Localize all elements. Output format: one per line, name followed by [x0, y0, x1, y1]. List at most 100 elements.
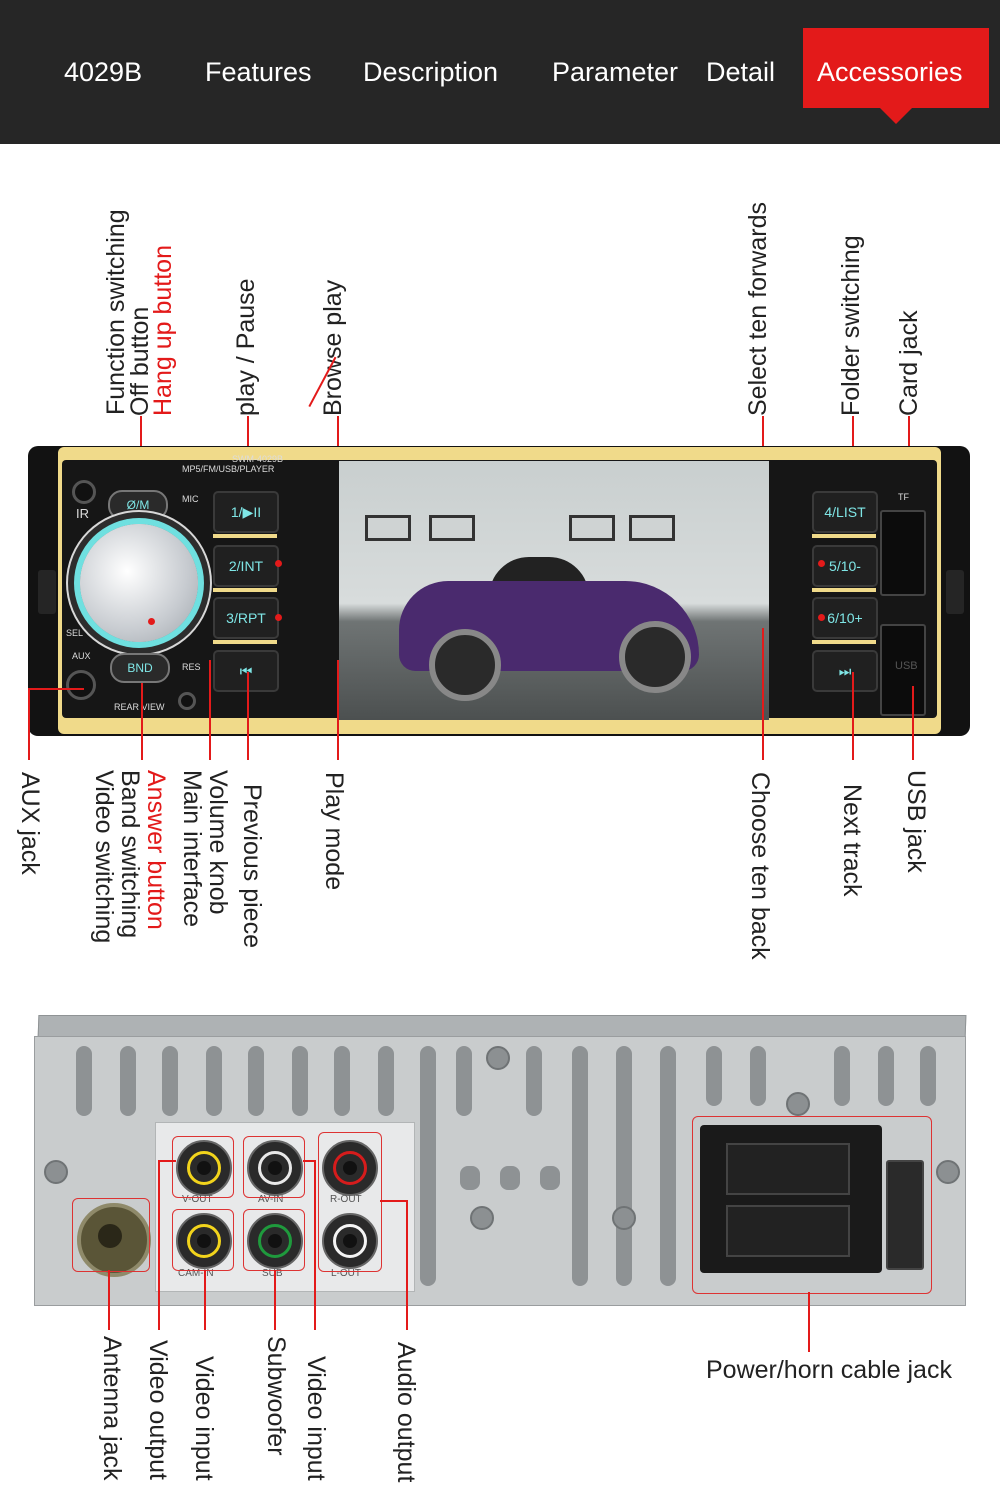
garage-window — [629, 515, 675, 541]
label-power-horn-cable-jack: Power/horn cable jack — [706, 1356, 952, 1384]
cooling-fin — [616, 1046, 632, 1286]
jack-ring — [333, 1151, 367, 1185]
screw-icon — [470, 1206, 494, 1230]
ir-sensor-icon — [72, 480, 96, 504]
volume-knob[interactable] — [80, 524, 198, 642]
cooling-fin — [920, 1046, 936, 1106]
leader-play-mode — [337, 660, 339, 760]
garage-window — [569, 515, 615, 541]
leader-av-in-v — [314, 1160, 316, 1330]
ir-label: IR — [76, 506, 89, 521]
label-antenna-jack: Antenna jack — [98, 1336, 126, 1481]
r-out-jack[interactable] — [322, 1140, 378, 1196]
label-audio-output: Audio output — [392, 1342, 420, 1483]
nav-tab-parameter[interactable]: Parameter — [552, 57, 679, 87]
sub-jack[interactable] — [247, 1213, 303, 1269]
int-button[interactable]: 2/INT — [213, 545, 279, 587]
jack-pin — [343, 1161, 357, 1175]
panel-right-ear — [946, 570, 964, 614]
active-tab-pointer — [880, 108, 912, 124]
power-connector-highlight — [692, 1116, 932, 1294]
leader-browse-play — [337, 416, 339, 456]
cooling-fin — [526, 1046, 542, 1116]
leader-volume — [209, 660, 211, 760]
vent-slot — [500, 1166, 520, 1190]
vent-slot — [460, 1166, 480, 1190]
v-out-jack[interactable] — [176, 1140, 232, 1196]
next-button[interactable]: ⏭ — [812, 650, 878, 692]
leader-dot — [148, 618, 155, 625]
label-aux-jack: AUX jack — [16, 772, 44, 875]
leader-audio-out — [380, 1200, 408, 1202]
power-horn-connector[interactable] — [700, 1125, 882, 1273]
jack-pin — [268, 1234, 282, 1248]
label-play-mode: Play mode — [320, 772, 348, 891]
car-front-wheel — [429, 629, 501, 701]
band-button[interactable]: BND — [110, 653, 170, 683]
label-previous-piece: Previous piece — [238, 784, 266, 948]
leader-dot — [818, 614, 825, 621]
previous-icon: ⏮ — [239, 663, 253, 679]
jack-ring — [187, 1151, 221, 1185]
label-select-ten-forwards: Select ten forwards — [744, 202, 772, 416]
top-navigation-bar: 4029B Features Description Parameter Det… — [0, 0, 1000, 144]
leader-choose-back — [762, 628, 764, 760]
av-in-caption: AV-IN — [258, 1194, 284, 1205]
card-slot[interactable] — [880, 510, 926, 596]
aux-jack-port[interactable] — [66, 670, 96, 700]
cooling-fin — [378, 1046, 394, 1116]
cooling-fin — [120, 1046, 136, 1116]
leader-usb — [912, 686, 914, 760]
leader-v-out — [158, 1160, 176, 1162]
play-pause-button[interactable]: 1/▶II — [213, 491, 279, 533]
car-rear-wheel — [619, 621, 691, 693]
rpt-button[interactable]: 3/RPT — [213, 597, 279, 639]
antenna-jack[interactable] — [77, 1203, 151, 1277]
button-divider — [213, 588, 277, 592]
label-video-input-cam: Video input — [190, 1356, 218, 1481]
leader-dot — [275, 560, 282, 567]
av-in-jack[interactable] — [247, 1140, 303, 1196]
sub-caption: SUB — [262, 1268, 283, 1279]
leader-cam-in — [204, 1270, 206, 1330]
leader-dot — [275, 614, 282, 621]
button-divider — [812, 534, 876, 538]
list-button[interactable]: 4/LIST — [812, 491, 878, 533]
cam-in-jack[interactable] — [176, 1213, 232, 1269]
leader-power — [808, 1292, 810, 1352]
screw-icon — [786, 1092, 810, 1116]
tf-label: TF — [898, 492, 909, 502]
next-icon: ⏭ — [838, 663, 852, 679]
usb-port[interactable] — [880, 624, 926, 716]
rear-view-label: REAR VIEW — [114, 702, 165, 712]
leader-antenna — [108, 1270, 110, 1330]
garage-window — [365, 515, 411, 541]
nav-tab-accessories[interactable]: Accessories — [803, 28, 989, 108]
leader-sub — [274, 1270, 276, 1330]
previous-button[interactable]: ⏮ — [213, 650, 279, 692]
cooling-fin — [878, 1046, 894, 1106]
cooling-fin — [834, 1046, 850, 1106]
jack-highlight — [172, 1209, 234, 1271]
jack-highlight — [172, 1136, 234, 1198]
cooling-fin — [248, 1046, 264, 1116]
label-hang-up-button: Hang up button — [149, 245, 177, 416]
connector-socket — [726, 1205, 850, 1257]
panel-left-ear — [38, 570, 56, 614]
label-volume-knob: Volume knob — [204, 770, 232, 915]
button-divider — [213, 640, 277, 644]
cooling-fin — [660, 1046, 676, 1286]
antenna-highlight — [72, 1198, 150, 1272]
garage-window — [429, 515, 475, 541]
nav-tab-features[interactable]: Features — [205, 57, 312, 87]
nav-tab-model[interactable]: 4029B — [64, 57, 143, 87]
sel-label: SEL — [66, 628, 84, 638]
mic-label: MIC — [182, 494, 199, 504]
jack-ring — [258, 1224, 292, 1258]
button-divider — [213, 534, 277, 538]
usb-port-label: USB — [895, 660, 918, 672]
nav-tab-description[interactable]: Description — [363, 57, 499, 87]
l-out-jack[interactable] — [322, 1213, 378, 1269]
fuse-block — [886, 1160, 924, 1270]
nav-tab-detail[interactable]: Detail — [706, 57, 776, 87]
